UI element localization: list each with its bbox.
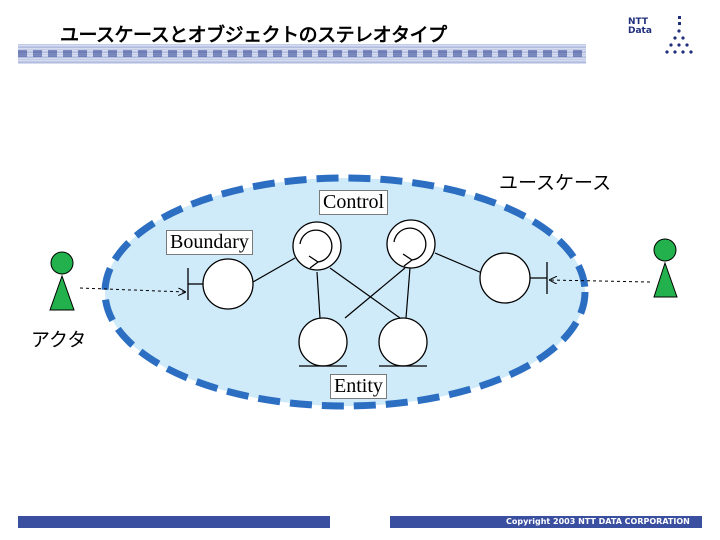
actor-to-boundary-arrow xyxy=(550,280,651,282)
entity-icon xyxy=(378,317,428,367)
actor-icon xyxy=(49,251,75,311)
actor-label: アクタ xyxy=(31,329,87,351)
footer-bar-right xyxy=(390,516,702,528)
actor-icon xyxy=(653,238,678,298)
entity-label: Entity xyxy=(330,374,387,399)
logo-dots-icon xyxy=(665,16,693,54)
boundary-icon xyxy=(187,258,254,310)
boundary-icon xyxy=(479,252,548,304)
boundary-label: Boundary xyxy=(166,230,253,255)
connection-lines xyxy=(252,252,483,319)
company-logo: NTT Data xyxy=(628,14,700,60)
usecase-label: ユースケース xyxy=(499,172,612,194)
control-label: Control xyxy=(319,190,389,215)
control-icon xyxy=(386,219,436,269)
footer-bar-left xyxy=(18,516,330,528)
title-underline-band xyxy=(18,44,586,64)
control-icon xyxy=(292,221,342,271)
entity-icon xyxy=(298,317,348,367)
copyright-text: Copyright 2003 NTT DATA CORPORATION xyxy=(506,517,690,526)
slide-title: ユースケースとオブジェクトのステレオタイプ xyxy=(60,24,447,46)
logo-text: NTT Data xyxy=(628,17,652,36)
